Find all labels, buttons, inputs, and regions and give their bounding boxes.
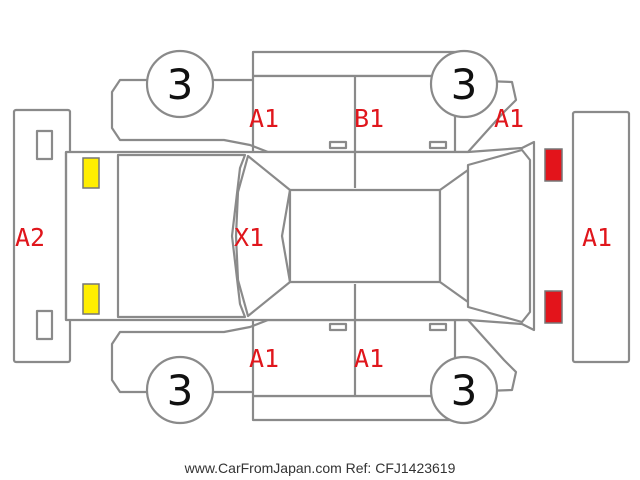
damage-code-top-rear-door: B1 — [354, 104, 384, 133]
damage-code-hood: X1 — [234, 223, 264, 252]
wheel-front-bottom — [145, 355, 215, 425]
taillight-icon — [544, 148, 563, 182]
door-handle — [328, 322, 348, 332]
headlight-icon — [82, 283, 100, 315]
wheel-rear-bottom — [429, 355, 499, 425]
headlight-icon — [82, 157, 100, 189]
door-handle — [428, 140, 448, 150]
taillight-icon — [544, 290, 563, 324]
wheel-front-top — [145, 49, 215, 119]
wheel-rear-bottom-label: 3 — [451, 366, 478, 415]
roof-panel — [288, 188, 442, 284]
wheel-rear-top-label: 3 — [451, 60, 478, 109]
door-lines — [64, 76, 457, 396]
wheel-front-bottom-label: 3 — [167, 366, 194, 415]
watermark-text: www.CarFromJapan.com Ref: CFJ1423619 — [184, 460, 456, 476]
roof-strip-top — [251, 50, 460, 78]
door-handle — [328, 140, 348, 150]
damage-code-top-front-door: A1 — [249, 104, 279, 133]
damage-code-bottom-rear-door: A1 — [354, 344, 384, 373]
wheel-rear-top — [429, 49, 499, 119]
door-handle — [428, 322, 448, 332]
roof-strip-bottom — [251, 394, 460, 422]
wheel-front-top-label: 3 — [167, 60, 194, 109]
damage-code-top-rear-quarter: A1 — [494, 104, 524, 133]
hood-panel — [116, 153, 247, 319]
rear-window — [438, 168, 470, 304]
damage-code-front-bumper: A2 — [15, 223, 45, 252]
trunk-panel — [466, 148, 532, 324]
damage-code-bottom-front-door: A1 — [249, 344, 279, 373]
rear-bumper — [571, 110, 631, 364]
damage-code-rear-bumper: A1 — [582, 223, 612, 252]
windshield — [234, 154, 292, 318]
